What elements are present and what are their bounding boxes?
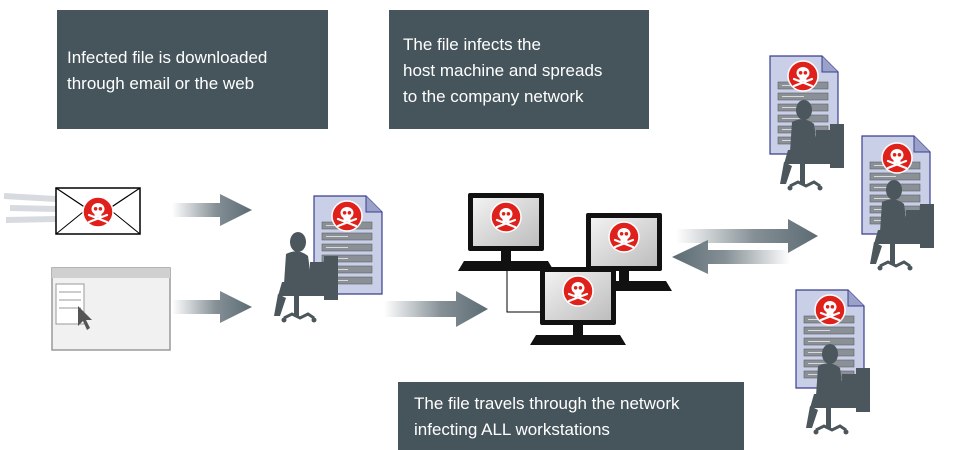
caption-download: Infected file is downloaded through emai… (57, 10, 328, 129)
skull-crossbones-icon (489, 200, 523, 234)
caption-line: host machine and spreads (403, 61, 603, 80)
workstation (458, 193, 554, 271)
caption-travel: The file travels through the network inf… (398, 382, 744, 450)
skull-crossbones-icon (330, 199, 364, 233)
arrow-servers-to-network (672, 240, 790, 274)
skull-crossbones-icon (786, 59, 820, 93)
host-machine (272, 195, 383, 324)
remote-server (861, 135, 936, 272)
arrow-host-to-network (384, 291, 488, 327)
email-icon (3, 187, 141, 235)
arrow-email-to-host (172, 194, 252, 226)
skull-crossbones-icon (813, 293, 847, 327)
arrow-network-to-servers (676, 219, 818, 253)
caption-line: The file infects the (403, 35, 541, 54)
skull-crossbones-icon (880, 141, 914, 175)
remote-server (795, 289, 872, 436)
caption-line: Infected file is downloaded (67, 48, 268, 67)
remote-server (769, 55, 846, 192)
caption-line: through email or the web (67, 74, 255, 93)
caption-line: infecting ALL workstations (414, 420, 610, 439)
skull-crossbones-icon (607, 220, 641, 254)
workstation (530, 267, 626, 345)
skull-crossbones-icon (81, 195, 115, 229)
arrow-web-to-host (172, 291, 252, 323)
skull-crossbones-icon (561, 274, 595, 308)
browser-window-icon (51, 267, 171, 351)
caption-line: The file travels through the network (414, 394, 680, 413)
caption-infect: The file infects the host machine and sp… (389, 10, 649, 129)
caption-line: to the company network (403, 87, 584, 106)
workstation-network (458, 193, 672, 345)
